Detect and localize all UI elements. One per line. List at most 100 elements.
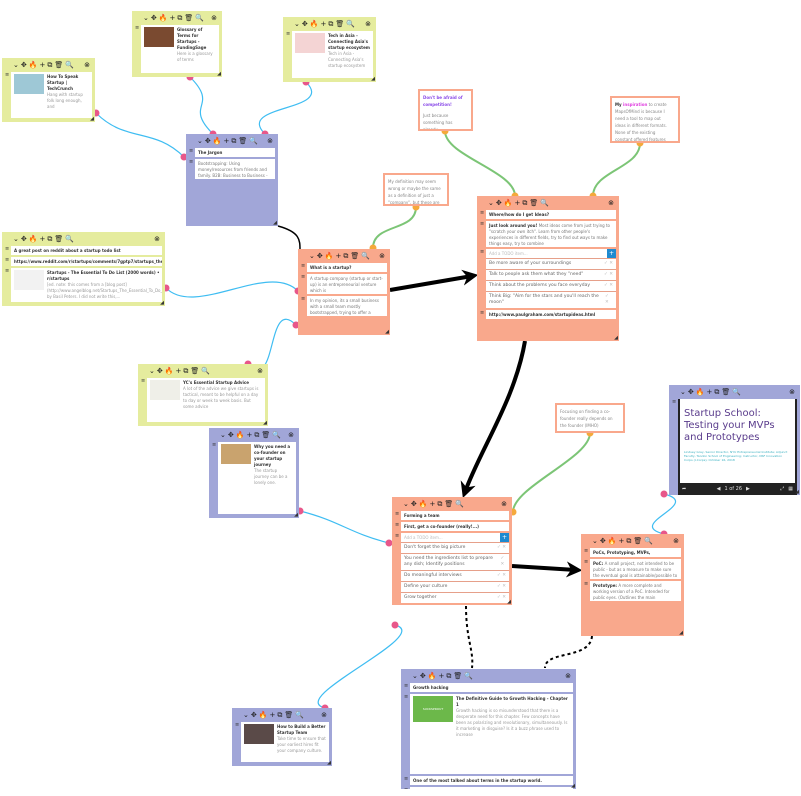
copy-icon[interactable]: ⧉ — [254, 431, 260, 439]
fullscreen-icon[interactable]: ⤢ — [780, 486, 785, 492]
collapse-chevron-icon[interactable]: ⌄ — [294, 20, 300, 28]
section-text[interactable]: In my opinion, its a small business with… — [307, 296, 387, 316]
add-icon[interactable]: + — [335, 252, 342, 260]
zoom-icon[interactable]: 🔍 — [464, 672, 473, 680]
move-icon[interactable]: ✥ — [20, 235, 27, 243]
zoom-icon[interactable]: 🔍 — [295, 711, 304, 719]
trash-icon[interactable]: 🗑 — [335, 20, 345, 28]
fire-icon[interactable]: 🔥 — [324, 252, 334, 260]
resize-handle-icon[interactable]: ◢ — [160, 300, 164, 306]
dashed-link[interactable] — [465, 605, 474, 669]
close-icon[interactable]: ⊗ — [365, 20, 371, 28]
note-definition[interactable]: My definition may seem wrong or maybe th… — [383, 173, 449, 206]
copy-icon[interactable]: ⧉ — [47, 235, 53, 243]
todo-check-delete-icon[interactable]: ✓ ✕ — [500, 556, 505, 567]
zoom-icon[interactable]: 🔍 — [201, 367, 210, 375]
add-icon[interactable]: + — [514, 199, 521, 207]
note-link[interactable] — [444, 130, 516, 197]
note-link[interactable] — [512, 432, 591, 513]
drag-handle-icon[interactable]: ≡ — [189, 148, 194, 154]
todo-check-delete-icon[interactable]: ✓ ✕ — [497, 584, 506, 589]
drag-handle-icon[interactable]: ≡ — [395, 522, 400, 528]
drag-handle-icon[interactable]: ≡ — [395, 533, 400, 539]
trash-icon[interactable]: 🗑 — [190, 367, 200, 375]
link-line[interactable] — [95, 112, 185, 158]
todo-item[interactable]: Do meaningful interviews✓ ✕ — [401, 570, 509, 581]
todo-item[interactable]: Think about the problems you face everyd… — [486, 280, 616, 291]
drag-handle-icon[interactable]: ≡ — [395, 511, 400, 517]
close-icon[interactable]: ⊗ — [154, 235, 160, 243]
note-link[interactable] — [372, 206, 417, 249]
copy-icon[interactable]: ⧉ — [714, 388, 720, 396]
drag-handle-icon[interactable]: ≡ — [301, 296, 306, 302]
link-line[interactable] — [165, 281, 299, 298]
todo-check-delete-icon[interactable]: ✓ ✕ — [604, 261, 613, 266]
link-preview[interactable]: Startups - The Essential To Do List (200… — [11, 268, 162, 302]
drag-handle-icon[interactable]: ≡ — [141, 378, 146, 384]
todo-check-delete-icon[interactable]: ✓ ✕ — [497, 573, 506, 578]
connector-dot[interactable] — [180, 153, 188, 161]
move-icon[interactable]: ✥ — [204, 137, 211, 145]
collapse-chevron-icon[interactable]: ⌄ — [13, 235, 19, 243]
move-icon[interactable]: ✥ — [316, 252, 323, 260]
connector-dot[interactable] — [660, 490, 668, 498]
add-icon[interactable]: + — [706, 388, 713, 396]
move-icon[interactable]: ✥ — [20, 61, 27, 69]
add-icon[interactable]: + — [246, 431, 253, 439]
note-text[interactable]: My inspiration to create MapsOfMind is b… — [612, 98, 678, 141]
note-text[interactable]: My definition may seem wrong or maybe th… — [385, 175, 447, 204]
fire-icon[interactable]: 🔥 — [212, 137, 222, 145]
collapse-chevron-icon[interactable]: ⌄ — [13, 61, 19, 69]
collapse-chevron-icon[interactable]: ⌄ — [309, 252, 315, 260]
trash-icon[interactable]: 🗑 — [184, 14, 194, 22]
add-icon[interactable]: + — [39, 61, 46, 69]
zoom-icon[interactable]: 🔍 — [65, 235, 74, 243]
section-title[interactable]: One of the most talked about terms in th… — [410, 776, 573, 785]
resize-handle-icon[interactable]: ◢ — [273, 220, 277, 226]
collapse-chevron-icon[interactable]: ⌄ — [488, 199, 494, 207]
add-icon[interactable]: + — [269, 711, 276, 719]
copy-icon[interactable]: ⧉ — [277, 711, 283, 719]
todo-item[interactable]: Don't forget the big picture✓ ✕ — [401, 542, 509, 553]
card-slides[interactable]: ⌄✥🔥+⧉🗑🔍⊗≡Startup School: Testing your MV… — [669, 385, 800, 495]
trash-icon[interactable]: 🗑 — [633, 537, 643, 545]
note-text[interactable]: Don't be afraid of competition!Just beca… — [420, 91, 471, 129]
add-icon[interactable]: + — [175, 367, 182, 375]
trash-icon[interactable]: 🗑 — [261, 431, 271, 439]
resize-handle-icon[interactable]: ◢ — [90, 116, 94, 122]
section-title[interactable]: A great post on reddit about a startup t… — [11, 246, 162, 255]
note-focusing[interactable]: Focusing on finding a co-founder really … — [555, 403, 625, 433]
add-icon[interactable]: + — [320, 20, 327, 28]
move-icon[interactable]: ✥ — [495, 199, 502, 207]
preview-heading[interactable]: Startups - The Essential To Do List (200… — [47, 270, 160, 281]
section-text[interactable]: Using analytical, inexpensive, creative … — [410, 787, 573, 789]
note-link[interactable] — [592, 142, 641, 197]
copy-icon[interactable]: ⧉ — [522, 199, 528, 207]
drag-handle-icon[interactable]: ≡ — [404, 787, 410, 789]
connector-dot[interactable] — [385, 539, 393, 547]
fire-icon[interactable]: 🔥 — [28, 235, 38, 243]
close-icon[interactable]: ⊗ — [379, 252, 385, 260]
zoom-icon[interactable]: 🔍 — [644, 537, 653, 545]
section-title[interactable]: https://www.reddit.com/r/startups/commen… — [11, 257, 162, 266]
card-techinasia[interactable]: ⌄✥🔥+⧉🗑🔍⊗≡Tech in Asia - Connecting Asia'… — [283, 17, 376, 82]
section-title[interactable]: PoCs, Prototyping, MVPs, — [590, 548, 681, 557]
card-cofounder[interactable]: ⌄✥🔥+⧉🗑🔍⊗≡Why you need a co-founder on yo… — [209, 428, 299, 518]
resize-handle-icon[interactable]: ◢ — [507, 599, 511, 605]
copy-icon[interactable]: ⧉ — [626, 537, 632, 545]
close-icon[interactable]: ⊗ — [288, 431, 294, 439]
fire-icon[interactable]: 🔥 — [418, 500, 428, 508]
link-line[interactable] — [277, 225, 301, 251]
drag-handle-icon[interactable]: ≡ — [480, 249, 485, 255]
trash-icon[interactable]: 🗑 — [350, 252, 360, 260]
move-icon[interactable]: ✥ — [599, 537, 606, 545]
arrow-link[interactable] — [511, 561, 583, 578]
link-preview[interactable]: Why you need a co-founder on your startu… — [218, 442, 296, 514]
move-icon[interactable]: ✥ — [419, 672, 426, 680]
collapse-chevron-icon[interactable]: ⌄ — [197, 137, 203, 145]
add-icon[interactable]: + — [618, 537, 625, 545]
zoom-icon[interactable]: 🔍 — [195, 14, 204, 22]
